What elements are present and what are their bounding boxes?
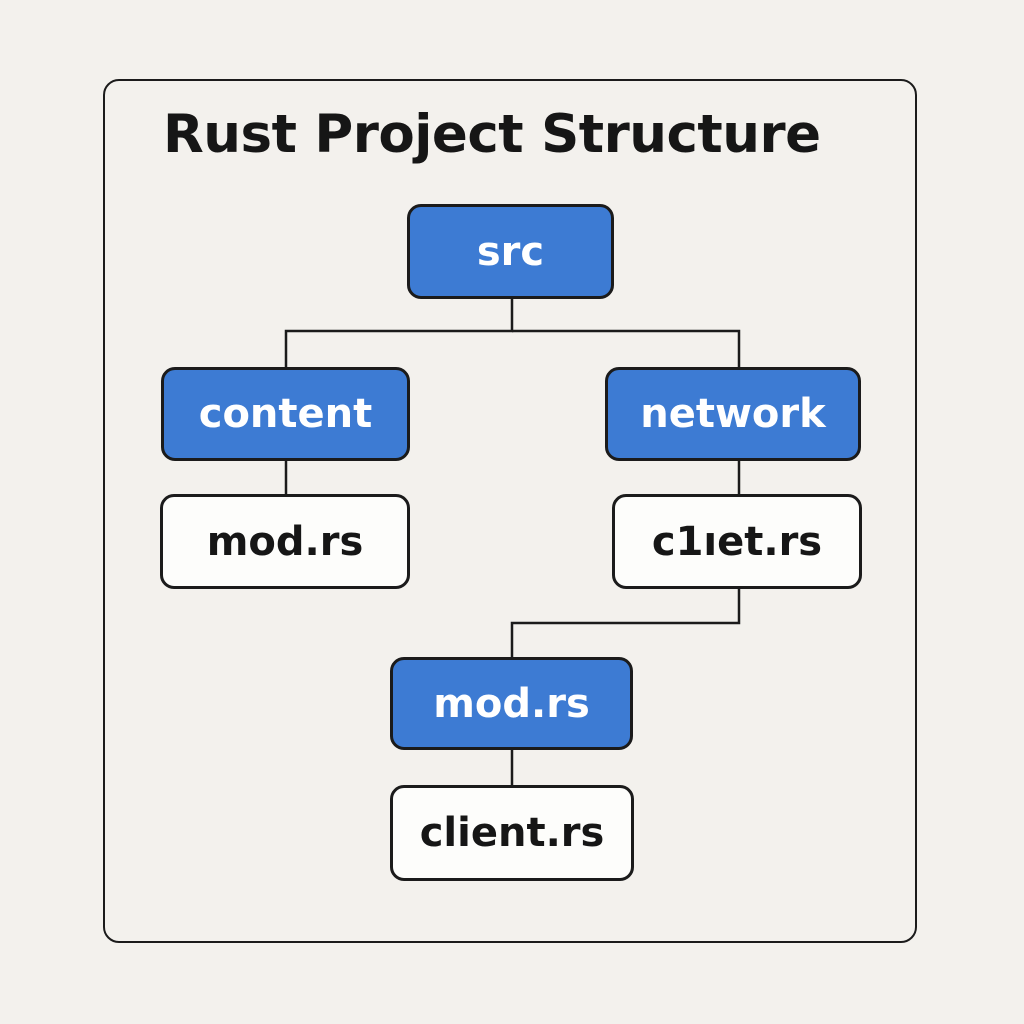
node-content-mod-file: mod.rs: [160, 494, 410, 589]
node-network-folder: network: [605, 367, 861, 461]
node-mod-folder: mod.rs: [390, 657, 633, 750]
diagram-title: Rust Project Structure: [163, 104, 821, 165]
edge-src-content: [284, 299, 514, 367]
edge-file-mod: [510, 589, 741, 657]
node-content-folder: content: [161, 367, 410, 461]
edge-src-network: [512, 329, 741, 367]
node-src-folder: src: [407, 204, 614, 299]
diagram-frame: [103, 79, 917, 943]
node-client-file: client.rs: [390, 785, 634, 881]
node-network-file: c1ıet.rs: [612, 494, 862, 589]
